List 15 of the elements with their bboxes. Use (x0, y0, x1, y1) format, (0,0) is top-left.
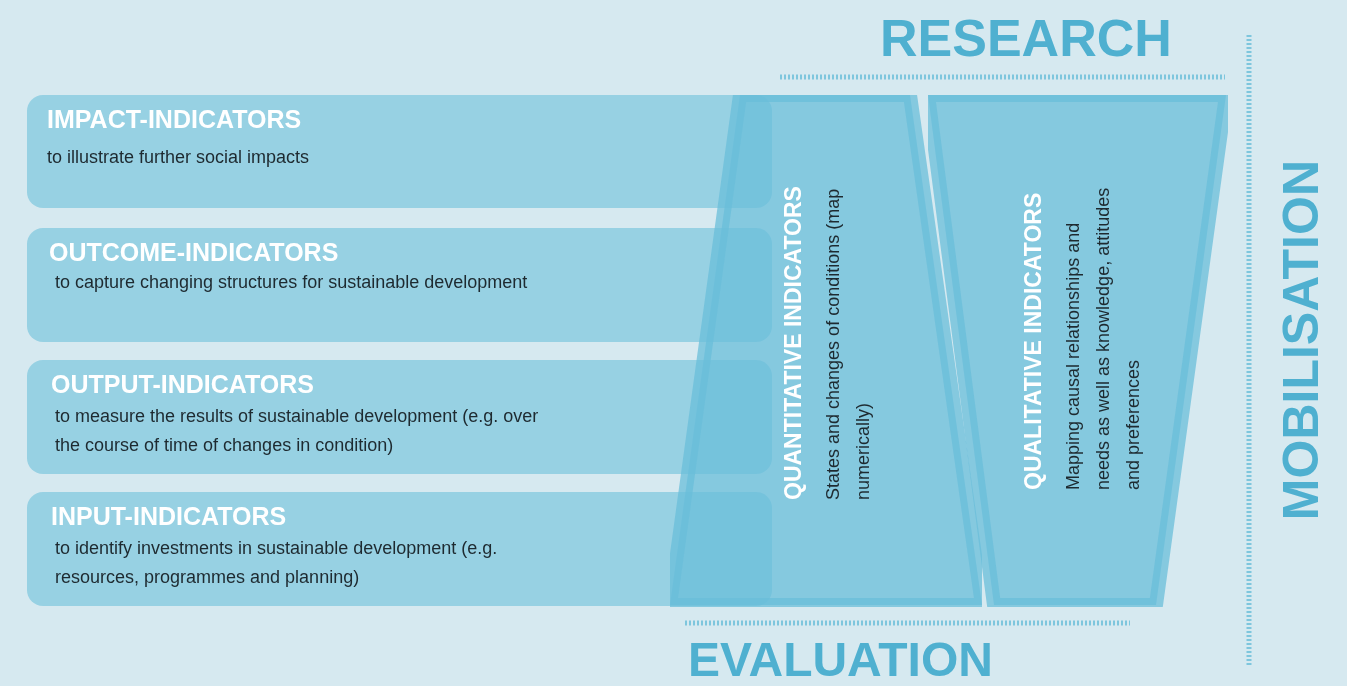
band-description: to illustrate further social impacts (47, 146, 311, 169)
band-heading: QUALITATIVE INDICATORS (1020, 191, 1047, 490)
band-description: to measure the results of sustainable development (e.g. over the course of time of changes in condition) (55, 405, 540, 457)
band-heading: OUTPUT-INDICATORS (51, 370, 314, 399)
band-heading: IMPACT-INDICATORS (47, 105, 302, 134)
band-description: to identify investments in sustainable development (e.g. resources, programmes and planning) (55, 537, 499, 589)
section-label: RESEARCH (880, 8, 1172, 68)
section-label: EVALUATION (688, 632, 993, 686)
band-description: Mapping causal relationships and needs as well as knowledge, attitudes and preferences (1062, 186, 1144, 490)
band-heading: QUANTITATIVE INDICATORS (780, 185, 807, 500)
band-description: States and changes of conditions (map numerically) (822, 187, 874, 500)
band-heading: OUTCOME-INDICATORS (49, 238, 339, 267)
section-label: MOBILISATION (1272, 160, 1330, 521)
band-heading: INPUT-INDICATORS (51, 502, 287, 531)
band-description: to capture changing structures for sustainable development (55, 271, 529, 294)
